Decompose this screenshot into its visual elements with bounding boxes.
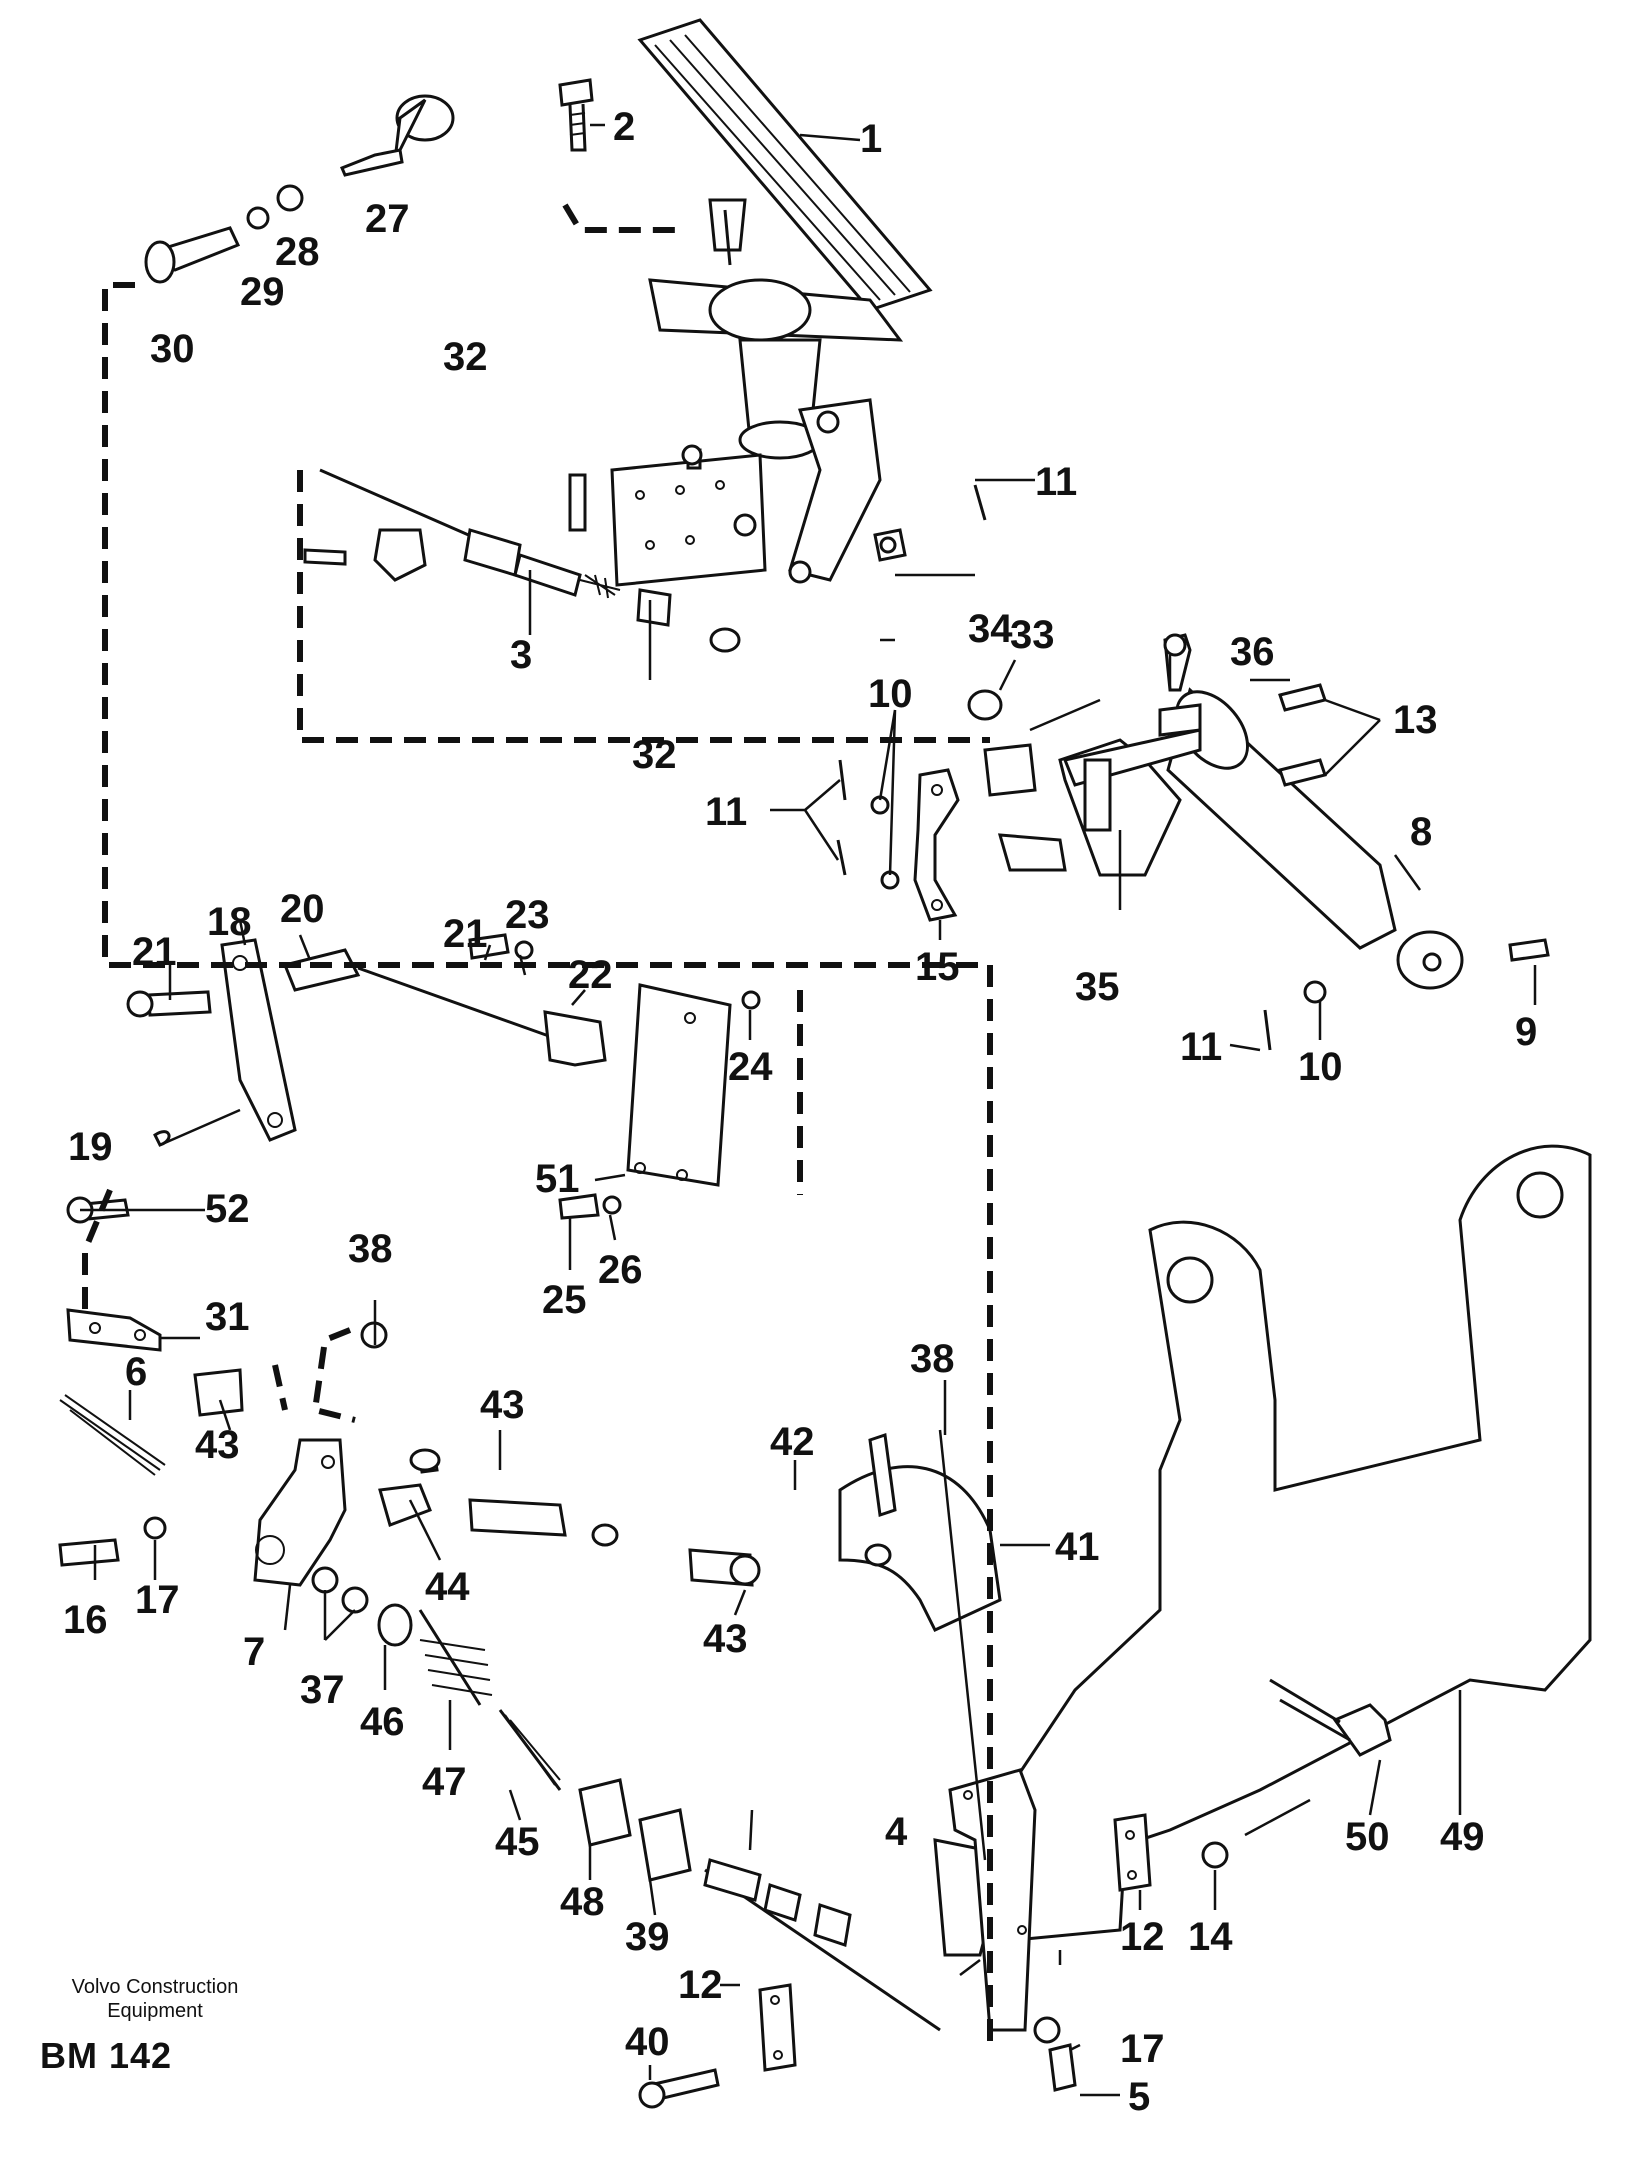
callout-3-upper: 3 [510,633,532,677]
callout-39: 39 [625,1915,670,1959]
callout-17-right: 17 [1120,2027,1165,2071]
callout-30: 30 [150,327,195,371]
callout-38-right: 38 [910,1337,955,1381]
callout-21-right: 21 [443,912,488,956]
callout-17-left: 17 [135,1578,180,1622]
callout-38-left: 38 [348,1227,393,1271]
callout-32-top: 32 [443,335,488,379]
callout-31: 31 [205,1295,250,1339]
callout-50: 50 [1345,1815,1390,1859]
callout-43-left: 43 [195,1423,240,1467]
callout-34: 34 [968,607,1013,651]
linkage-assembly-right [913,633,1464,990]
company-name-line1: Volvo Construction [71,1976,239,1998]
callout-40: 40 [625,2020,670,2064]
callout-labels: 1 2 3 4 5 6 7 8 9 10 10 11 11 11 12 12 1… [63,105,1537,2119]
callout-48: 48 [560,1880,605,1924]
knob-assembly [144,94,455,284]
callout-24: 24 [728,1045,773,1089]
callout-37: 37 [300,1668,345,1712]
callout-28: 28 [275,230,320,274]
callout-13: 13 [1393,698,1438,742]
callout-11-mid: 11 [705,790,747,834]
callout-26: 26 [598,1248,643,1292]
callout-1: 1 [860,117,882,161]
callout-33: 33 [1010,613,1055,657]
callout-52: 52 [205,1187,250,1231]
small-fasteners-right [836,484,1550,1051]
callout-8: 8 [1410,810,1432,854]
callout-15: 15 [915,945,960,989]
callout-51: 51 [535,1157,580,1201]
callout-11-right: 11 [1180,1025,1222,1069]
lower-left-parts [58,1196,432,1647]
throttle-linkage-middle [126,933,761,1220]
callout-27: 27 [365,197,410,241]
callout-5: 5 [1128,2075,1150,2119]
bolt-2 [558,78,594,152]
callout-35: 35 [1075,965,1120,1009]
callout-10-lower: 10 [1298,1045,1343,1089]
diagram-code: BM 142 [40,2035,173,2076]
callout-23: 23 [505,893,550,937]
bracket-49 [948,1144,1592,2032]
callout-14: 14 [1188,1915,1233,1959]
callout-25: 25 [542,1278,587,1322]
callout-29: 29 [240,270,285,314]
callout-4: 4 [885,1810,908,1854]
accelerator-pedal [637,18,933,584]
footer: Volvo Construction Equipment BM 142 [40,1975,270,2077]
callout-2: 2 [613,105,635,149]
callout-19: 19 [68,1125,113,1169]
callout-32-bottom: 32 [632,733,677,777]
small-parts-bottom [638,1678,1392,2109]
callout-9: 9 [1515,1010,1537,1054]
part-41 [838,1433,1002,1632]
callout-18: 18 [207,900,252,944]
mounting-plate [610,453,767,587]
callout-49: 49 [1440,1815,1485,1859]
callout-10-upper: 10 [868,672,913,716]
callout-42: 42 [770,1420,815,1464]
company-name-line2: Equipment [107,2000,203,2022]
callout-45: 45 [495,1820,540,1864]
callout-43-right: 43 [703,1617,748,1661]
callout-12-right: 12 [1120,1915,1165,1959]
callout-44: 44 [425,1565,470,1609]
callout-20: 20 [280,887,325,931]
callout-21-left: 21 [132,930,177,974]
callout-11-top: 11 [1035,460,1077,504]
callout-36: 36 [1230,630,1275,674]
callout-12-left: 12 [678,1963,723,2007]
callout-46: 46 [360,1700,405,1744]
callout-43-mid: 43 [480,1383,525,1427]
callout-16: 16 [63,1598,108,1642]
callout-47: 47 [422,1760,467,1804]
callout-41: 41 [1055,1525,1100,1569]
callout-7: 7 [243,1630,265,1674]
callout-22: 22 [568,953,613,997]
cable-end-upper [303,444,907,653]
leader-lines [80,123,1537,2097]
callout-6: 6 [125,1350,147,1394]
